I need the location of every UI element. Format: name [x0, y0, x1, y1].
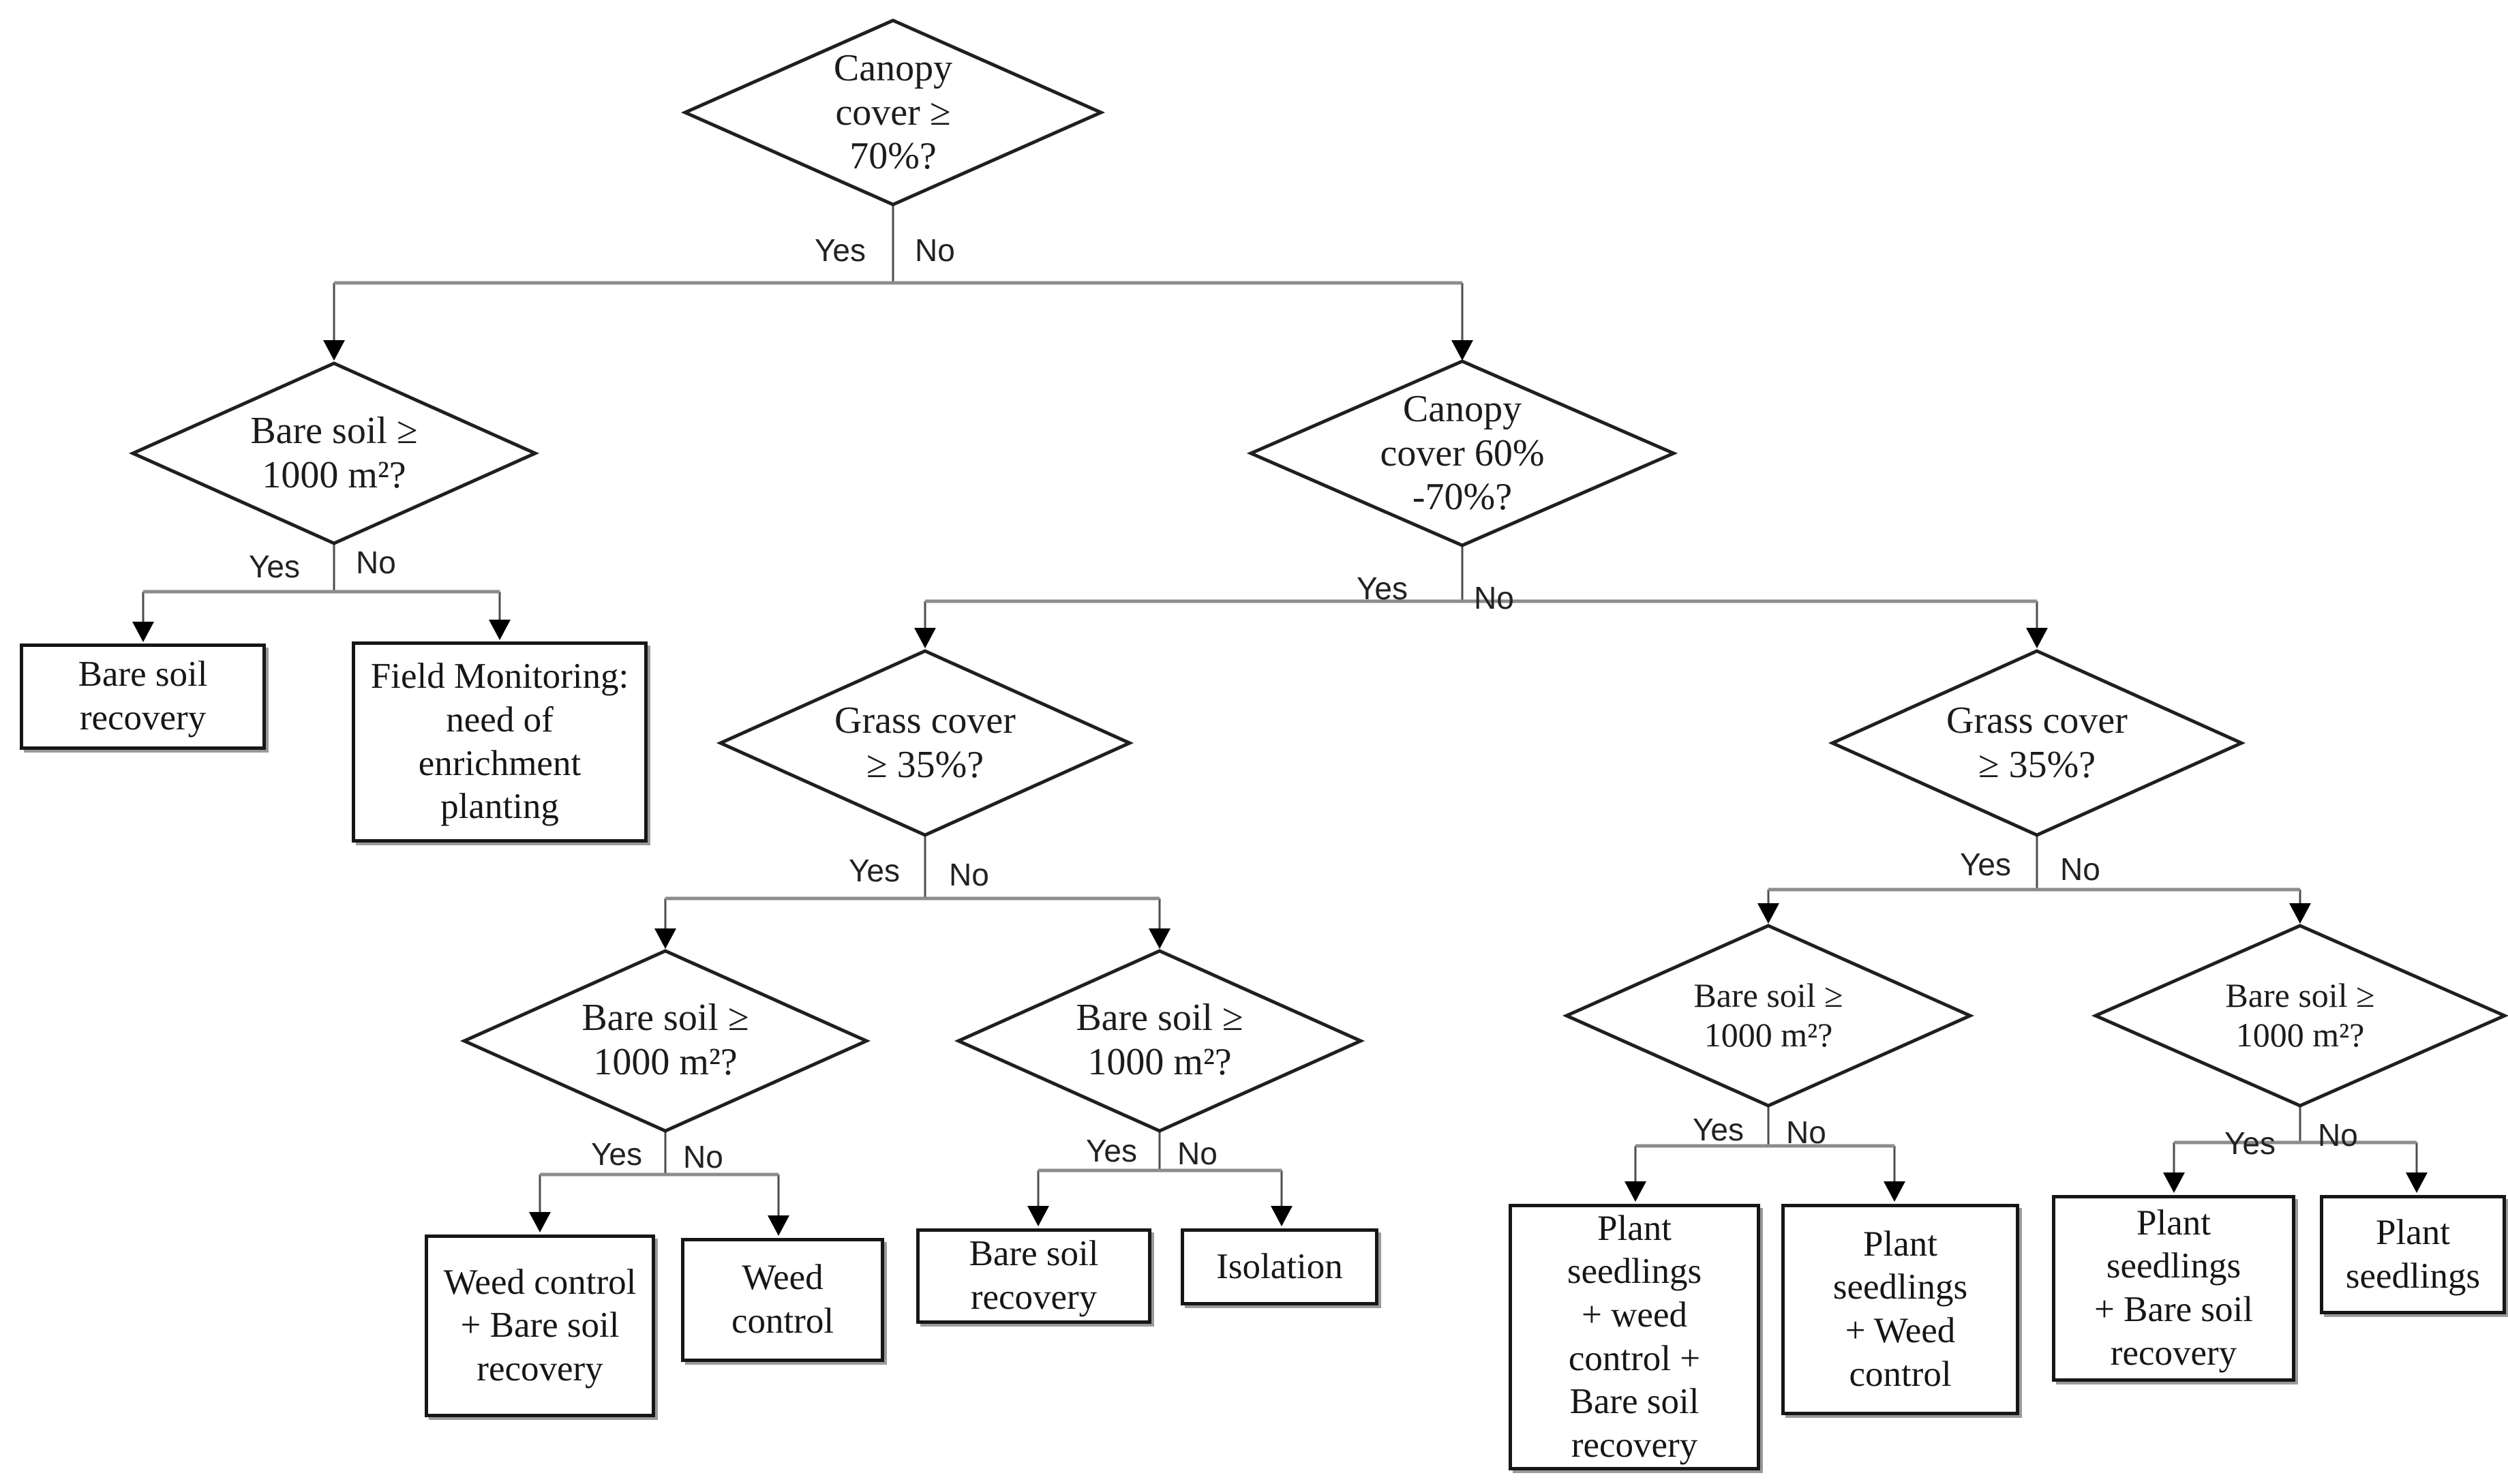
outcome-box-baresoil-recovery-mid: Bare soil recovery [916, 1228, 1151, 1324]
arrowhead-into-plant [2406, 1172, 2428, 1193]
edge-label-no-grass-right: No [2060, 851, 2100, 887]
arrowhead-into-weedcontrol-bare [529, 1212, 551, 1232]
decision-grass-mid-shape [716, 649, 1134, 837]
arrowhead-into-baresoil-mid-no [1149, 928, 1170, 949]
outcome-box-plant-bare: Plant seedlings + Bare soil recovery [2052, 1195, 2295, 1382]
edge-label-no-grass-mid: No [949, 857, 989, 892]
decision-baresoil-right-no-shape [2091, 924, 2508, 1108]
edge-label-yes-baresoil-mid-no: Yes [1085, 1133, 1137, 1168]
decision-baresoil-mid-no-shape [954, 949, 1365, 1133]
arrowhead-into-field-monitoring [489, 620, 511, 640]
edge-label-no-canopy60: No [1474, 580, 1514, 616]
arrowhead-into-baresoil-recovery-mid [1027, 1206, 1049, 1226]
edge-label-yes-canopy70: Yes [814, 232, 866, 268]
arrowhead-into-weedcontrol [768, 1215, 789, 1236]
arrowhead-into-baresoil-right-yes [1757, 903, 1779, 924]
edge-label-yes-canopy60: Yes [1356, 571, 1408, 606]
arrowhead-into-baresoil-right-no [2289, 903, 2311, 924]
decision-label-grass-right: Grass cover ≥ 35%? [1946, 699, 2128, 786]
decision-label-canopy60: Canopy cover 60% -70%? [1380, 387, 1545, 519]
arrowhead-into-plant-weed [1884, 1181, 1905, 1202]
decision-label-canopy70: Canopy cover ≥ 70%? [833, 46, 953, 178]
edge-label-no-baresoil-right-yes: No [1786, 1115, 1826, 1150]
edge-label-yes-baresoil-right-yes: Yes [1692, 1112, 1744, 1147]
outcome-box-weedcontrol-bare: Weed control + Bare soil recovery [425, 1235, 655, 1417]
outcome-box-plant-weed-bare: Plant seedlings + weed control + Bare so… [1509, 1204, 1760, 1470]
edge-label-yes-baresoil-left: Yes [248, 549, 300, 584]
arrowhead-into-canopy60 [1451, 340, 1473, 361]
decision-canopy60-shape [1246, 359, 1678, 547]
arrowhead-into-baresoil-left [323, 340, 345, 361]
decision-baresoil-mid-yes-shape [459, 949, 871, 1133]
decision-baresoil-left-shape [128, 361, 540, 545]
edge-label-no-canopy70: No [915, 232, 955, 268]
edge-label-no-baresoil-right-no: No [2318, 1117, 2358, 1153]
edge-label-no-baresoil-mid-yes: No [683, 1139, 723, 1175]
edge-label-no-baresoil-mid-no: No [1177, 1136, 1218, 1171]
decision-label-baresoil-mid-no: Bare soil ≥ 1000 m²? [1076, 997, 1243, 1083]
edge-label-yes-grass-mid: Yes [848, 853, 900, 888]
arrowhead-into-baresoil-mid-yes [654, 928, 676, 949]
edge-label-yes-baresoil-mid-yes: Yes [590, 1136, 642, 1172]
decision-label-baresoil-right-yes: Bare soil ≥ 1000 m²? [1693, 976, 1843, 1054]
edge-label-no-baresoil-left: No [356, 545, 396, 580]
outcome-box-plant: Plant seedlings [2320, 1195, 2506, 1314]
decision-baresoil-right-yes-shape [1562, 924, 1975, 1108]
arrowheads [132, 340, 2428, 1236]
arrowhead-into-baresoil-recovery-left [132, 622, 154, 642]
outcome-box-field-monitoring: Field Monitoring: need of enrichment pla… [352, 641, 648, 843]
outcome-box-weedcontrol: Weed control [681, 1238, 884, 1362]
arrowhead-into-grass-right [2026, 628, 2048, 648]
outcome-box-isolation: Isolation [1181, 1228, 1378, 1305]
outcome-box-plant-weed: Plant seedlings + Weed control [1781, 1204, 2019, 1415]
arrowhead-into-plant-bare [2163, 1172, 2185, 1193]
decision-label-baresoil-left: Bare soil ≥ 1000 m²? [250, 410, 418, 496]
decision-grass-right-shape [1828, 649, 2246, 837]
decision-canopy70-shape [680, 18, 1106, 207]
arrowhead-into-isolation [1271, 1206, 1293, 1226]
decision-label-grass-mid: Grass cover ≥ 35%? [834, 699, 1016, 786]
decision-label-baresoil-right-no: Bare soil ≥ 1000 m²? [2225, 976, 2375, 1054]
edge-label-yes-grass-right: Yes [1959, 847, 2011, 882]
arrowhead-into-grass-mid [914, 628, 936, 648]
outcome-box-baresoil-recovery-left: Bare soil recovery [20, 643, 266, 750]
decision-label-baresoil-mid-yes: Bare soil ≥ 1000 m²? [581, 997, 749, 1083]
arrowhead-into-plant-weed-bare [1625, 1181, 1646, 1202]
edge-label-yes-baresoil-right-no: Yes [2224, 1125, 2276, 1161]
